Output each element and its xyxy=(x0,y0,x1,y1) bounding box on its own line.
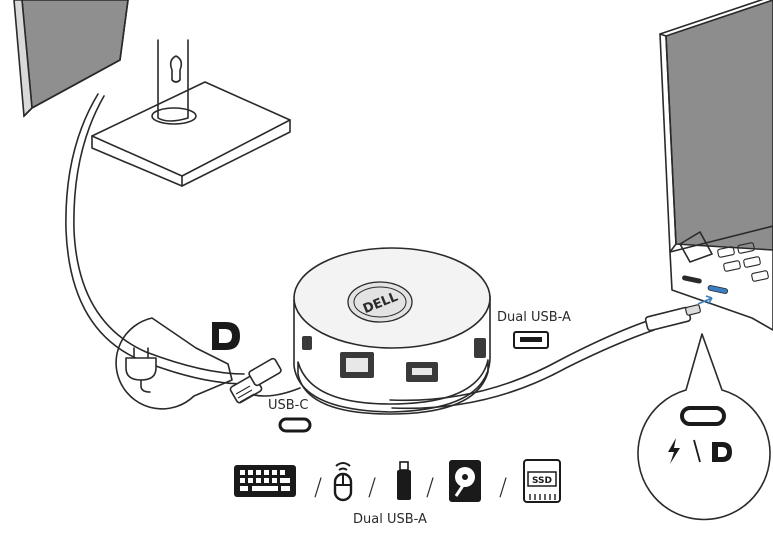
usb-c-label: USB-C xyxy=(268,398,309,413)
separator-3: / xyxy=(426,473,434,501)
insert-arrow-icon xyxy=(697,295,713,305)
usb-c-port-icon xyxy=(278,417,312,433)
ssd-badge: SSD xyxy=(532,476,552,486)
laptop-screen xyxy=(665,0,773,251)
usb-a-port-icon xyxy=(513,331,549,349)
dual-usb-a-label-top: Dual USB-A xyxy=(497,310,571,325)
displayport-icon xyxy=(212,322,240,350)
hub-hdmi-port xyxy=(302,336,312,350)
ssd-icon: SSD xyxy=(523,459,561,503)
displayport-cable xyxy=(65,93,247,385)
hub-usb-a-port-2 xyxy=(474,338,486,358)
laptop xyxy=(644,0,773,332)
laptop-usb-c-port xyxy=(682,275,702,284)
hard-disk-drive-icon xyxy=(449,460,481,502)
usb-c-plug-displayport xyxy=(229,357,282,404)
separator-2: / xyxy=(368,473,376,501)
usb-c-host-cable xyxy=(389,319,651,402)
laptop-port-zoom-callout xyxy=(637,333,771,521)
laptop-keyboard-deck xyxy=(669,225,773,331)
laptop-usb-c-port-active xyxy=(707,285,729,294)
usb-c-plug-laptop xyxy=(644,304,701,332)
cables xyxy=(65,93,655,410)
usb-device-icons: / / / / SSD xyxy=(234,459,561,503)
monitor-stand-base xyxy=(91,81,291,187)
separator-1: / xyxy=(314,473,322,501)
separator-4: / xyxy=(499,473,507,501)
thunderbolt-icon xyxy=(668,438,680,464)
monitor xyxy=(13,0,291,187)
power-zoom-callout xyxy=(115,317,233,410)
zoom-displayport-icon xyxy=(712,442,732,462)
monitor-screen xyxy=(21,0,129,110)
mouse-icon xyxy=(333,462,353,502)
keyboard-icon xyxy=(234,465,296,497)
dell-mobile-adapter-hub: DELL xyxy=(293,247,491,415)
usb-flash-drive-icon xyxy=(397,461,411,500)
dual-usb-a-label-bottom: Dual USB-A xyxy=(353,512,427,527)
zoom-usb-c-port-icon xyxy=(680,406,726,426)
power-plug-icon xyxy=(125,347,157,393)
monitor-stand-column xyxy=(157,39,189,122)
